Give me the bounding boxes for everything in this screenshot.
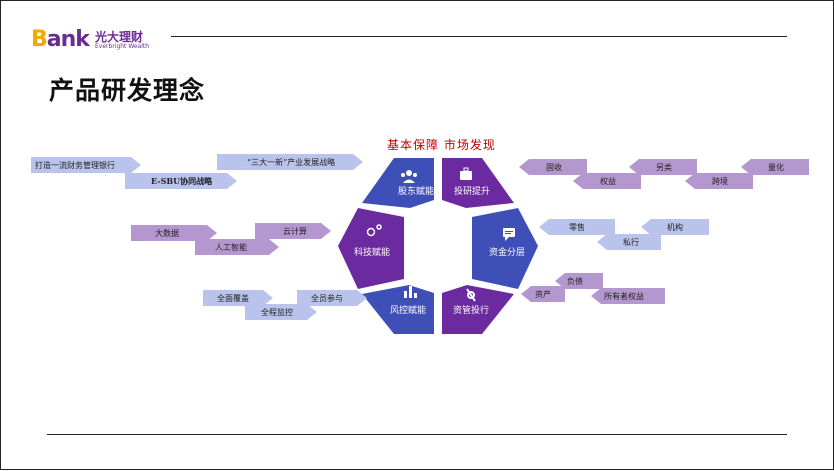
svg-text:大数据: 大数据 bbox=[155, 228, 179, 238]
brand-name-en: Everbright Wealth bbox=[95, 43, 150, 50]
svg-text:人工智能: 人工智能 bbox=[215, 242, 247, 252]
segment-label-risk: 风控赋能 bbox=[390, 304, 426, 316]
segment-label-research: 投研提升 bbox=[454, 185, 490, 197]
gears-icon bbox=[366, 224, 382, 237]
brand-name-cn: 光大理财 bbox=[95, 30, 144, 44]
right-tag: 另类 bbox=[629, 159, 697, 175]
left-tag: 大数据 bbox=[131, 225, 217, 241]
left-tag: 全面覆盖 bbox=[203, 290, 273, 306]
left-tag: 打造一流财务管理银行 bbox=[31, 157, 141, 173]
right-tag: 资产 bbox=[521, 286, 565, 302]
left-tag: “三大一新”产业发展战略 bbox=[217, 154, 363, 170]
segment-technology bbox=[338, 208, 404, 289]
svg-text:全面覆盖: 全面覆盖 bbox=[217, 293, 249, 303]
left-tag: E-SBU协同战略 bbox=[125, 173, 237, 189]
segment-research bbox=[442, 158, 514, 208]
right-tag: 所有者权益 bbox=[591, 288, 665, 304]
segment-funding bbox=[472, 208, 538, 289]
bar-chart-icon bbox=[404, 286, 417, 298]
svg-text:全程监控: 全程监控 bbox=[261, 307, 293, 317]
svg-text:量化: 量化 bbox=[768, 162, 784, 172]
svg-text:全员参与: 全员参与 bbox=[311, 293, 343, 303]
people-icon bbox=[401, 170, 417, 183]
svg-text:负债: 负债 bbox=[567, 276, 583, 286]
segment-label-shareholder: 股东赋能 bbox=[398, 185, 434, 197]
svg-text:E-SBU协同战略: E-SBU协同战略 bbox=[151, 176, 213, 186]
left-tag: 云计算 bbox=[255, 223, 331, 239]
segment-label-technology: 科技赋能 bbox=[354, 246, 390, 258]
svg-text:“三大一新”产业发展战略: “三大一新”产业发展战略 bbox=[247, 157, 335, 167]
left-tag: 全员参与 bbox=[297, 290, 367, 306]
brand-logo: Bank bbox=[31, 27, 90, 52]
message-icon bbox=[503, 228, 515, 241]
right-tag: 负债 bbox=[555, 273, 603, 289]
svg-text:打造一流财务管理银行: 打造一流财务管理银行 bbox=[35, 160, 115, 170]
right-tag: 权益 bbox=[573, 173, 641, 189]
segment-label-asset-mgmt: 资管投行 bbox=[453, 304, 489, 316]
svg-text:资产: 资产 bbox=[535, 289, 551, 299]
svg-text:另类: 另类 bbox=[656, 162, 672, 172]
svg-text:零售: 零售 bbox=[569, 222, 585, 232]
right-tag: 量化 bbox=[741, 159, 809, 175]
svg-text:云计算: 云计算 bbox=[283, 226, 307, 236]
tools-icon bbox=[466, 288, 476, 302]
svg-text:固收: 固收 bbox=[546, 162, 562, 172]
svg-text:所有者权益: 所有者权益 bbox=[604, 291, 644, 301]
header-divider bbox=[171, 36, 787, 37]
right-tag: 零售 bbox=[539, 219, 615, 235]
svg-text:跨境: 跨境 bbox=[712, 176, 728, 186]
svg-text:机构: 机构 bbox=[667, 222, 683, 232]
segment-label-funding: 资金分层 bbox=[489, 246, 525, 258]
svg-text:私行: 私行 bbox=[623, 237, 639, 247]
segment-shareholder bbox=[362, 158, 434, 208]
right-tag: 固收 bbox=[519, 159, 587, 175]
briefcase-icon bbox=[460, 167, 472, 180]
page-title: 产品研发理念 bbox=[49, 76, 206, 105]
svg-text:权益: 权益 bbox=[600, 176, 616, 186]
hexagon-header: 基本保障 市场发现 bbox=[387, 138, 496, 152]
right-tag: 机构 bbox=[641, 219, 709, 235]
right-tag: 跨境 bbox=[685, 173, 753, 189]
segment-asset-mgmt bbox=[442, 285, 514, 334]
footer-divider bbox=[47, 434, 787, 435]
left-tag: 全程监控 bbox=[245, 304, 317, 320]
left-tag: 人工智能 bbox=[195, 239, 279, 255]
right-tag: 私行 bbox=[597, 234, 661, 250]
